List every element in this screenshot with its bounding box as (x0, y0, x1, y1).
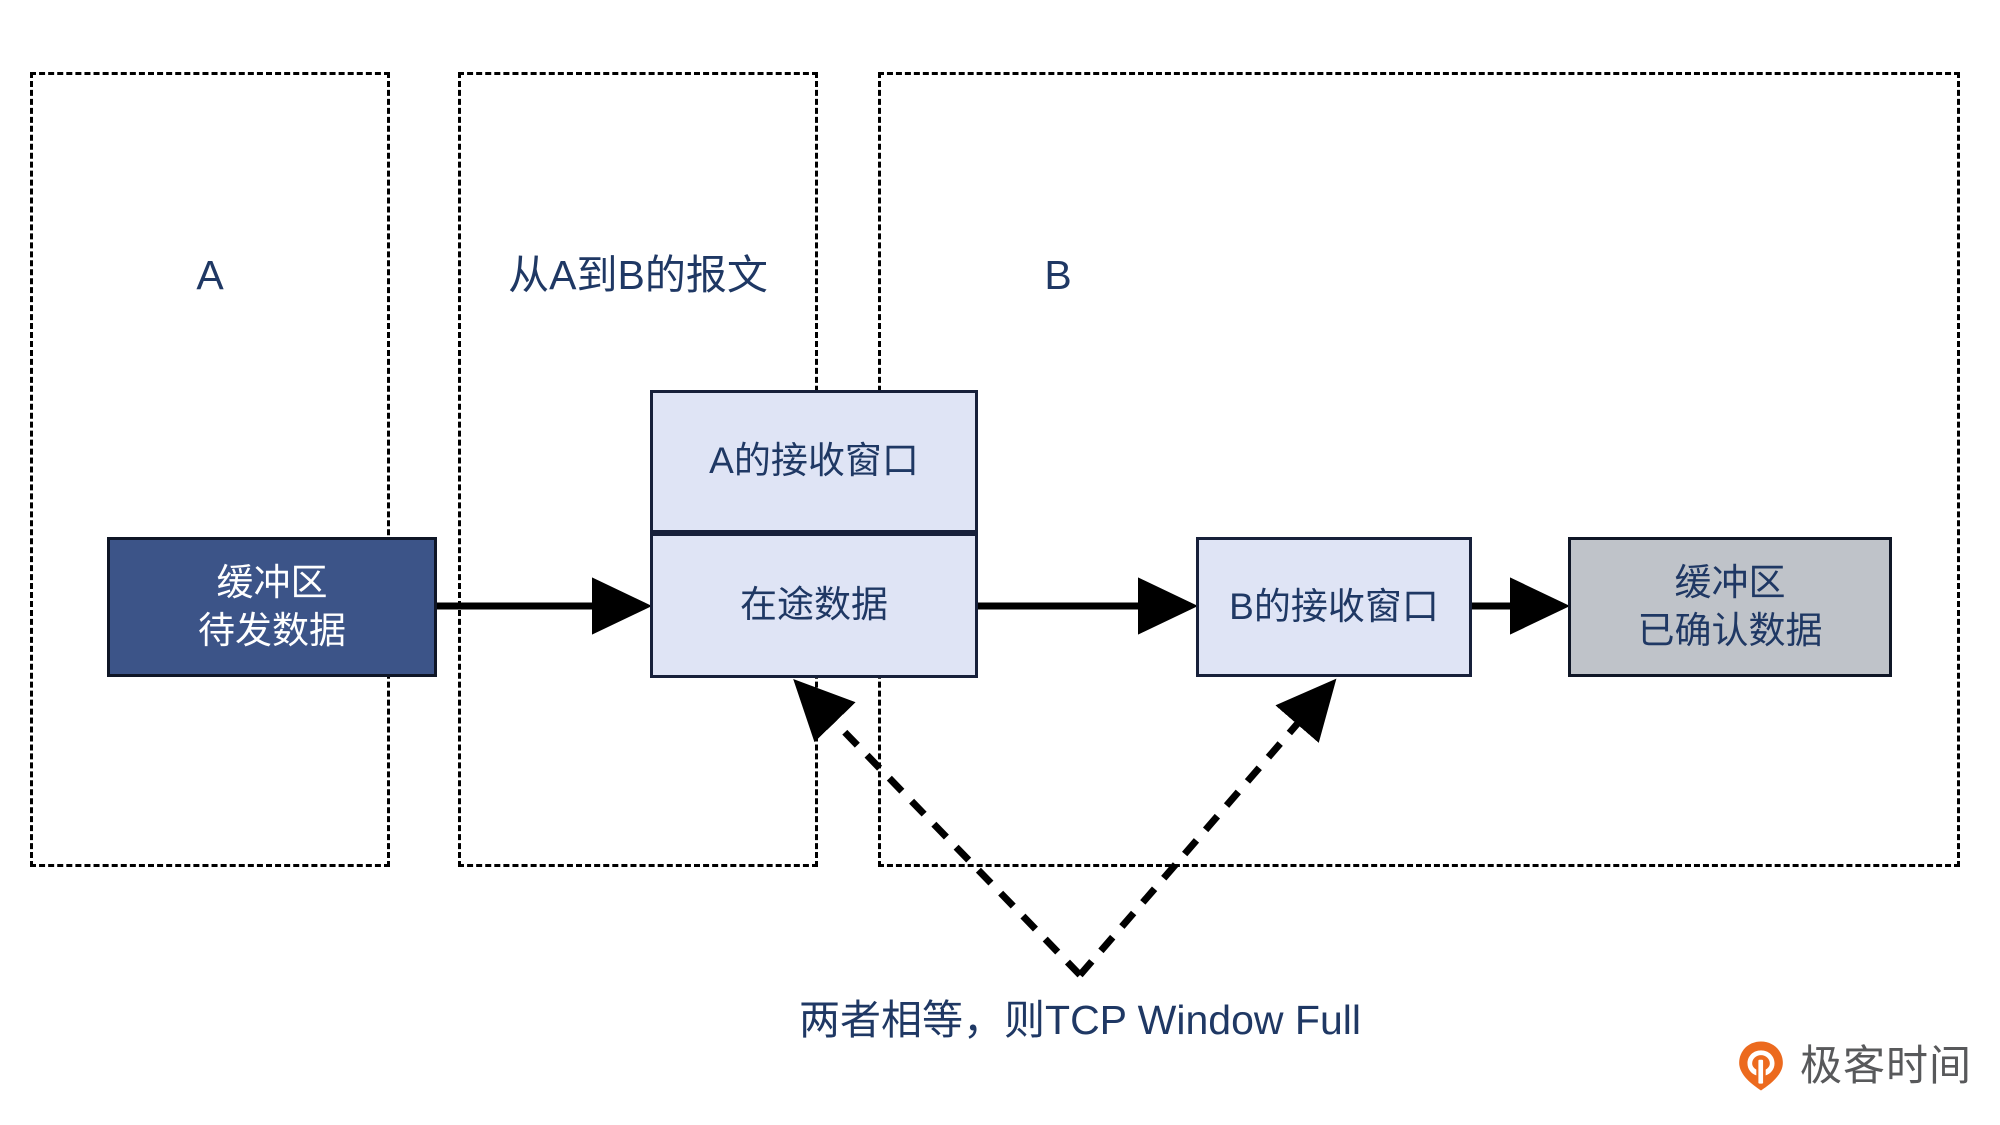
zone-a-title: A (196, 252, 224, 298)
box-a-receive-window-label: A的接收窗口 (709, 440, 919, 482)
box-buffer-pending-line1: 缓冲区 (216, 561, 328, 603)
box-inflight-data: 在途数据 (650, 533, 978, 678)
box-b-receive-window: B的接收窗口 (1196, 537, 1472, 677)
box-buffer-acked-data: 缓冲区 已确认数据 (1568, 537, 1892, 677)
box-inflight-data-label: 在途数据 (740, 584, 888, 626)
zone-b-title: B (1044, 252, 1072, 298)
brand-name: 极客时间 (1800, 1042, 1973, 1089)
box-a-receive-window: A的接收窗口 (650, 390, 978, 533)
box-buffer-acked-line1: 缓冲区 (1674, 561, 1786, 603)
geektime-pin-icon (1739, 1041, 1783, 1091)
zone-a-container (30, 72, 390, 867)
zone-message-title: 从A到B的报文 (508, 252, 768, 298)
box-buffer-pending-line2: 待发数据 (198, 610, 346, 651)
brand-logo: 极客时间 (1735, 1040, 1972, 1092)
callout-caption: 两者相等，则TCP Window Full (799, 997, 1361, 1043)
zone-b-container (878, 72, 1960, 867)
box-b-receive-window-label: B的接收窗口 (1229, 585, 1439, 627)
box-buffer-acked-line2: 已确认数据 (1637, 610, 1823, 651)
box-buffer-pending-data: 缓冲区 待发数据 (107, 537, 437, 677)
